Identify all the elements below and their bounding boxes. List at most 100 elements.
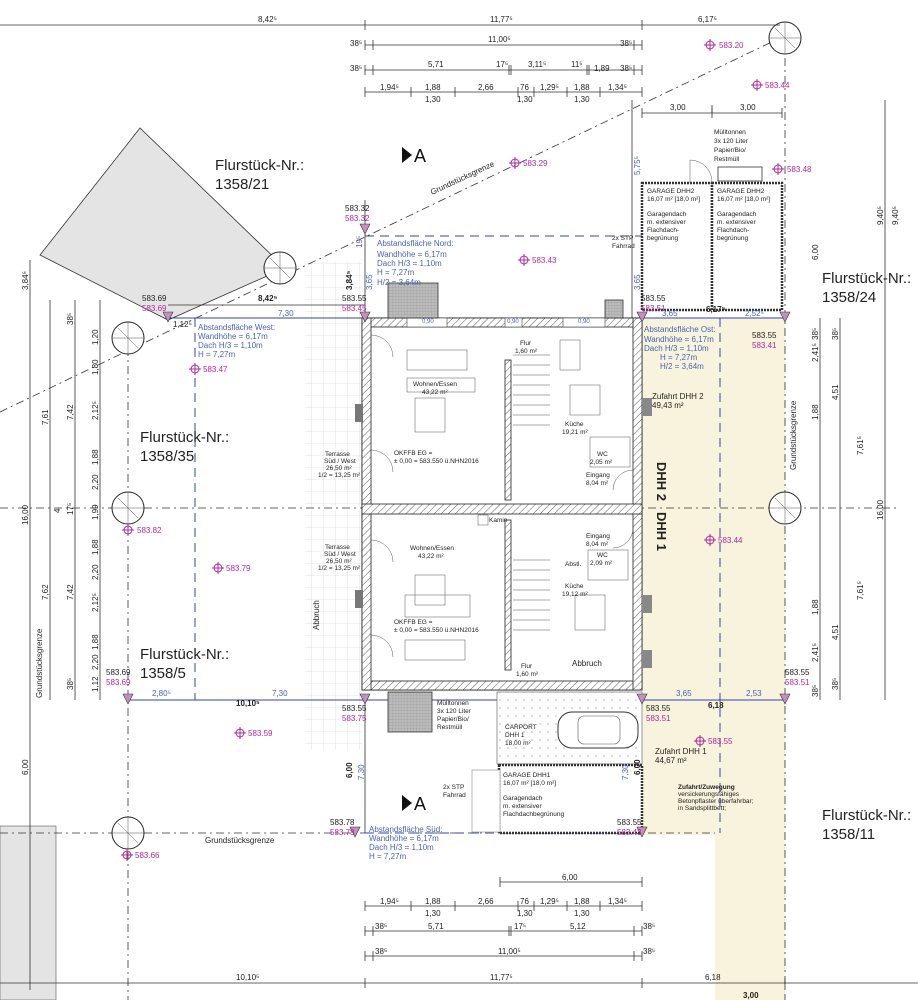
svg-text:7,61⁵: 7,61⁵ xyxy=(856,581,865,600)
svg-text:1/2 = 13,25 m²: 1/2 = 13,25 m² xyxy=(318,565,361,572)
svg-text:38⁵: 38⁵ xyxy=(350,64,362,73)
svg-text:Papier/Bio/: Papier/Bio/ xyxy=(714,147,746,154)
svg-text:38⁵: 38⁵ xyxy=(66,678,75,690)
svg-text:8,42⁵: 8,42⁵ xyxy=(258,15,277,24)
svg-text:1,88: 1,88 xyxy=(811,404,820,420)
svg-text:Flurstück-Nr.:: Flurstück-Nr.: xyxy=(140,429,229,446)
svg-text:Grundstücksgrenze: Grundstücksgrenze xyxy=(429,159,496,197)
tree-icon xyxy=(768,21,802,55)
svg-text:583.69: 583.69 xyxy=(106,668,131,677)
svg-text:begrünung: begrünung xyxy=(717,235,748,242)
svg-text:583.20: 583.20 xyxy=(719,41,744,50)
svg-text:38⁵: 38⁵ xyxy=(811,685,820,697)
svg-text:583.69: 583.69 xyxy=(142,294,167,303)
svg-text:Wandhöhe = 6,17m: Wandhöhe = 6,17m xyxy=(369,834,439,843)
svg-text:583.45: 583.45 xyxy=(342,304,367,313)
svg-text:3,65: 3,65 xyxy=(365,274,374,290)
svg-text:11,00⁵: 11,00⁵ xyxy=(498,947,521,956)
svg-text:43,22 m²: 43,22 m² xyxy=(422,389,448,396)
svg-text:H = 7,27m: H = 7,27m xyxy=(377,268,414,277)
svg-text:583.69: 583.69 xyxy=(106,678,131,687)
svg-text:7,30: 7,30 xyxy=(357,764,366,780)
svg-text:2,20: 2,20 xyxy=(91,654,100,670)
svg-text:9,40⁵: 9,40⁵ xyxy=(891,206,900,225)
svg-text:2,20: 2,20 xyxy=(91,564,100,580)
svg-text:Abbruch: Abbruch xyxy=(572,659,602,668)
svg-text:GARAGE DHH1: GARAGE DHH1 xyxy=(503,772,551,779)
svg-text:3,00: 3,00 xyxy=(743,991,759,1000)
svg-text:7,61: 7,61 xyxy=(41,409,50,425)
svg-text:Süd / West: Süd / West xyxy=(324,551,356,558)
svg-text:76: 76 xyxy=(520,897,529,906)
bin-box-south xyxy=(387,691,433,733)
tree-icon xyxy=(111,321,145,355)
svg-text:2,53: 2,53 xyxy=(746,689,762,698)
car-icon xyxy=(557,711,639,749)
terrace-grid-dhh1 xyxy=(305,510,362,750)
svg-text:8,04 m²: 8,04 m² xyxy=(586,480,609,487)
svg-text:16,07 m² [18,0 m²]: 16,07 m² [18,0 m²] xyxy=(647,196,700,203)
svg-text:38⁵: 38⁵ xyxy=(620,64,632,73)
svg-text:1,12⁵: 1,12⁵ xyxy=(173,320,192,329)
svg-text:Eingang: Eingang xyxy=(586,472,610,479)
svg-text:Grundstücksgrenze: Grundstücksgrenze xyxy=(205,836,275,845)
svg-text:583.51: 583.51 xyxy=(646,714,671,723)
svg-text:Garagendach: Garagendach xyxy=(647,211,687,218)
svg-text:H = 7,27m: H = 7,27m xyxy=(198,350,235,359)
svg-text:583.44: 583.44 xyxy=(718,536,743,545)
svg-text:WC: WC xyxy=(597,451,608,458)
svg-text:Garagendach: Garagendach xyxy=(717,211,757,218)
svg-text:583.41: 583.41 xyxy=(752,341,777,350)
svg-text:m. extensiver: m. extensiver xyxy=(503,803,542,810)
svg-text:2x STP: 2x STP xyxy=(443,784,464,791)
svg-text:Wandhöhe = 6,17m: Wandhöhe = 6,17m xyxy=(644,335,714,344)
setback-east: Abstandsfläche Ost: Wandhöhe = 6,17m Dac… xyxy=(644,325,716,371)
svg-text:in Sandsplittbett;: in Sandsplittbett; xyxy=(678,805,726,812)
svg-text:Wandhöhe = 6,17m: Wandhöhe = 6,17m xyxy=(198,332,268,341)
svg-text:583.55: 583.55 xyxy=(752,331,777,340)
svg-text:± 0,00 = 583.550 ü.NHN2016: ± 0,00 = 583.550 ü.NHN2016 xyxy=(394,627,479,634)
svg-text:2,09 m²: 2,09 m² xyxy=(590,560,613,567)
svg-text:Abbruch: Abbruch xyxy=(312,600,321,630)
svg-text:Restmüll: Restmüll xyxy=(437,724,463,731)
svg-text:Grundstücksgrenze: Grundstücksgrenze xyxy=(789,400,798,470)
svg-text:583.32: 583.32 xyxy=(345,204,370,213)
dimension-labels-right: 9,40⁵ 6,00 38⁵ 2,41⁵ 38⁵ 4,51 7,61⁵ 1,88… xyxy=(811,206,885,697)
svg-text:Flachdachbegrünung: Flachdachbegrünung xyxy=(503,811,564,818)
svg-text:1,88: 1,88 xyxy=(425,897,441,906)
svg-text:Dach H/3 = 1,10m: Dach H/3 = 1,10m xyxy=(198,341,263,350)
svg-text:38⁵: 38⁵ xyxy=(831,328,840,340)
svg-text:3x 120 Liter: 3x 120 Liter xyxy=(714,138,749,145)
svg-text:1358/35: 1358/35 xyxy=(140,448,194,465)
svg-text:3,84⁵: 3,84⁵ xyxy=(21,271,30,290)
svg-text:1358/5: 1358/5 xyxy=(140,665,186,682)
svg-text:1,99: 1,99 xyxy=(91,504,100,520)
svg-text:1,88: 1,88 xyxy=(574,83,590,92)
svg-text:1,30: 1,30 xyxy=(574,95,590,104)
svg-text:583.55: 583.55 xyxy=(708,737,733,746)
svg-text:Zufahrt DHH 2: Zufahrt DHH 2 xyxy=(652,392,704,401)
svg-text:DHH 1: DHH 1 xyxy=(654,512,669,551)
svg-text:10,10⁵: 10,10⁵ xyxy=(236,699,260,708)
svg-text:1,88: 1,88 xyxy=(91,539,100,555)
svg-text:7,42: 7,42 xyxy=(66,404,75,420)
svg-text:H = 7,27m: H = 7,27m xyxy=(369,852,406,861)
svg-text:3,84⁵: 3,84⁵ xyxy=(345,270,354,290)
svg-text:5,71: 5,71 xyxy=(428,922,444,931)
svg-text:17⁵: 17⁵ xyxy=(66,503,75,515)
svg-text:19,12 m²: 19,12 m² xyxy=(562,591,588,598)
svg-text:583.78: 583.78 xyxy=(330,818,355,827)
svg-text:5,12: 5,12 xyxy=(570,922,586,931)
svg-text:Grundstücksgrenze: Grundstücksgrenze xyxy=(35,628,44,698)
svg-text:1,88: 1,88 xyxy=(91,449,100,465)
svg-text:Wohnen/Essen: Wohnen/Essen xyxy=(413,381,457,388)
svg-text:Dach H/3 = 1,10m: Dach H/3 = 1,10m xyxy=(369,843,434,852)
rooms-misc: Kamin Abbruch Abbruch OKFFB EG =± 0,00 =… xyxy=(312,319,669,668)
svg-text:Flurstück-Nr.:: Flurstück-Nr.: xyxy=(822,807,911,824)
svg-text:583.75: 583.75 xyxy=(342,714,367,723)
svg-text:versickerungsfähiges: versickerungsfähiges xyxy=(678,791,740,798)
svg-text:17⁵: 17⁵ xyxy=(496,60,508,69)
svg-text:11,00⁵: 11,00⁵ xyxy=(488,35,511,44)
svg-text:Kamin: Kamin xyxy=(489,517,508,524)
